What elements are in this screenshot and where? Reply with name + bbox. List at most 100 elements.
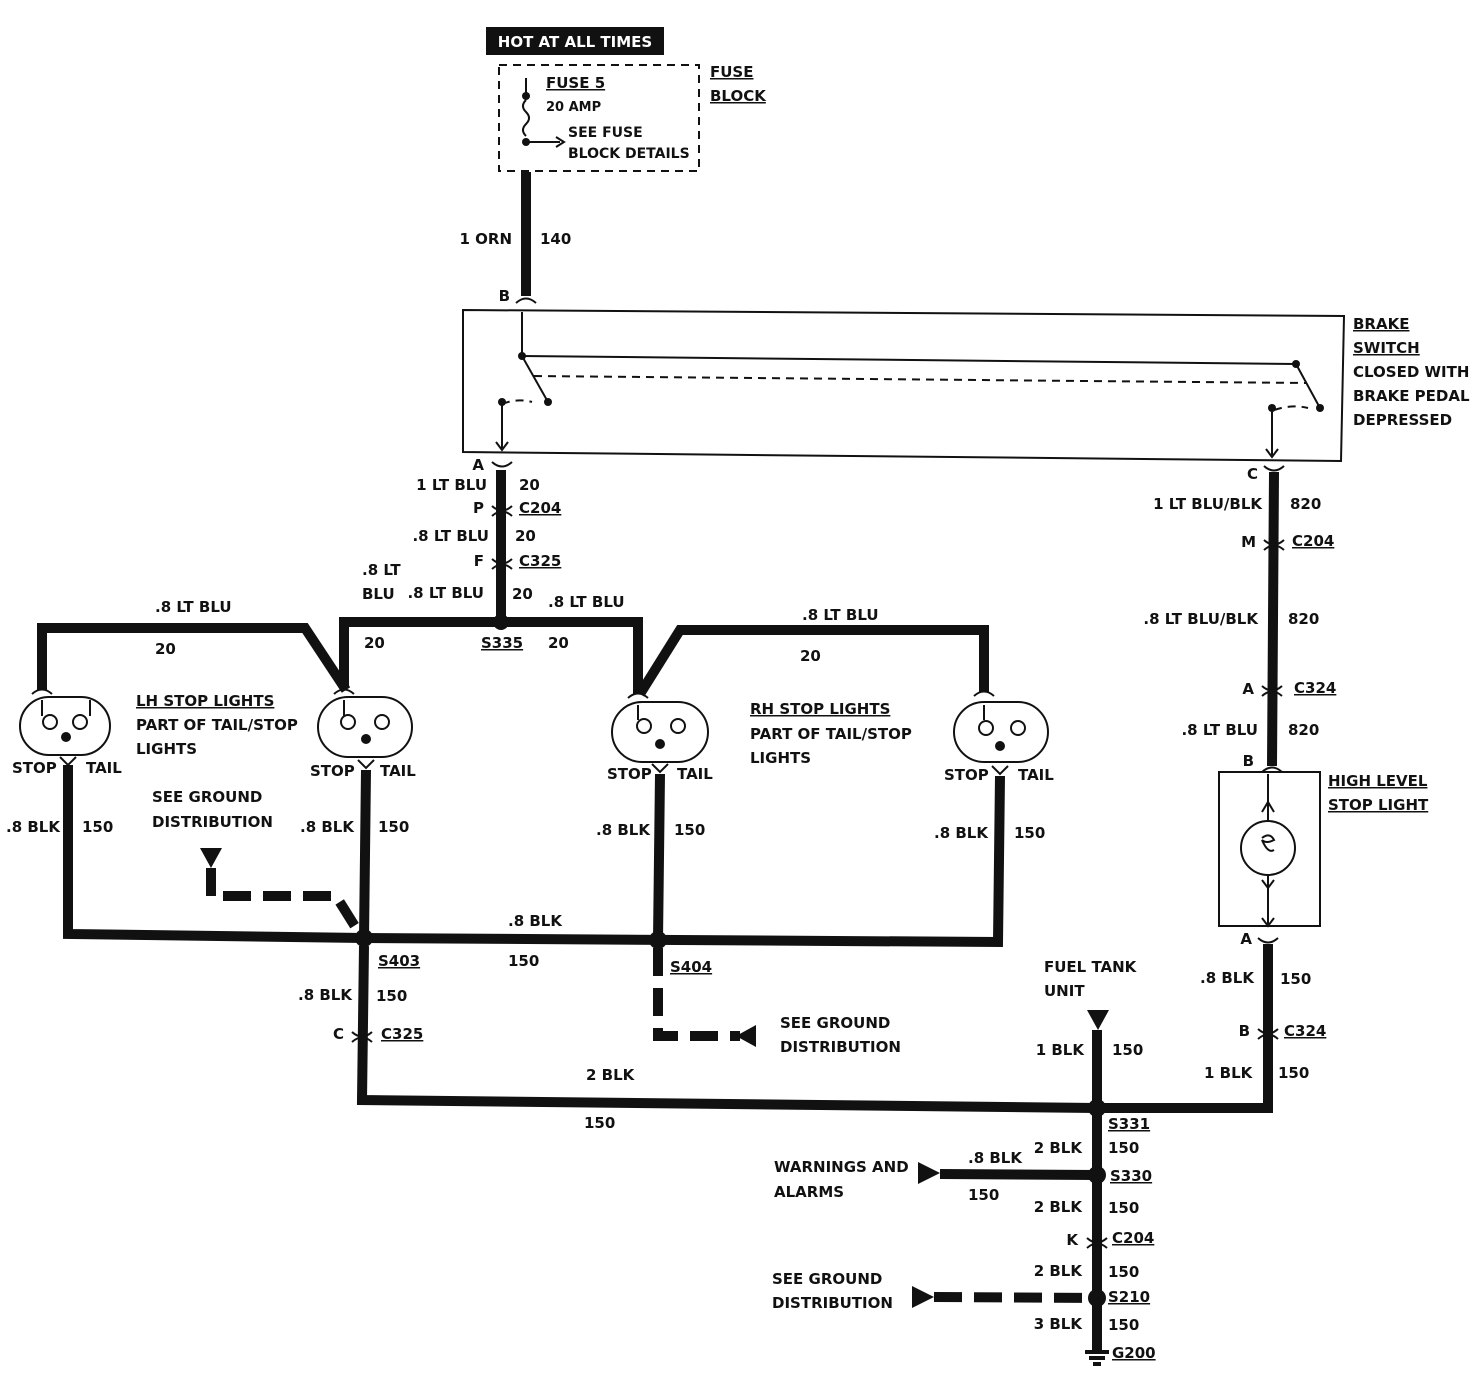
bus-circuit: 150: [508, 952, 539, 970]
warnings-wire-color: .8 BLK: [968, 1149, 1023, 1167]
lh-stop-lights-desc-1: PART OF TAIL/STOP: [136, 716, 298, 734]
wire-150-lh-outer: [63, 765, 365, 943]
main-circuit: 150: [584, 1114, 615, 1132]
splice-s404-label: S404: [670, 958, 712, 976]
feed-pin-f: F: [474, 552, 484, 570]
high-level-stop-light-icon: [1218, 771, 1321, 928]
lh-inner-color-2: BLU: [362, 585, 395, 603]
rh-stop-lights-desc-1: PART OF TAIL/STOP: [750, 725, 912, 743]
lh-ground-ref-2: DISTRIBUTION: [152, 813, 273, 831]
splice-s210-dot: [1088, 1289, 1106, 1307]
warnings-wire-circuit: 150: [968, 1186, 999, 1204]
connector-c324-lower-icon: [1257, 1028, 1279, 1040]
down-color: .8 BLK: [298, 986, 353, 1004]
trunk-d-color: 3 BLK: [1034, 1315, 1084, 1333]
warnings-label-2: ALARMS: [774, 1183, 844, 1201]
hot-at-all-times-label: HOT AT ALL TIMES: [498, 33, 652, 51]
splice-s330-dot: [1088, 1166, 1106, 1184]
hl-w4-color: .8 BLK: [1200, 969, 1255, 987]
main-color: 2 BLK: [586, 1066, 636, 1084]
fuse-block-outline: [498, 64, 700, 172]
lh-stop-lights-desc-2: LIGHTS: [136, 740, 197, 758]
hl-w1-circuit: 820: [1290, 495, 1321, 513]
wire-150-lh-inner: [359, 769, 371, 939]
brake-switch-desc-2: BRAKE PEDAL: [1353, 387, 1470, 405]
lh-outer-tail-label: TAIL: [86, 759, 122, 777]
rh-ground-ref-1: SEE GROUND: [780, 1014, 890, 1032]
splice-s330-label: S330: [1110, 1167, 1152, 1185]
rh-inner-circuit: 20: [548, 634, 569, 652]
wire-820-high-level: [1267, 471, 1279, 767]
rh-ground-ref-2: DISTRIBUTION: [780, 1038, 901, 1056]
rh-l2-circuit: 150: [1014, 824, 1045, 842]
hl-pin-m: M: [1241, 533, 1256, 551]
connector-c-icon: [1263, 465, 1285, 472]
trunk-ground-ref-2: DISTRIBUTION: [772, 1294, 893, 1312]
brake-switch-contacts-icon: [495, 312, 1324, 459]
feed-w1-color: 1 LT BLU: [416, 476, 487, 494]
rh-ground-ref-wire: [653, 948, 740, 1041]
fuse-rating: 20 AMP: [546, 100, 601, 115]
brake-switch-desc-3: DEPRESSED: [1353, 411, 1452, 429]
hl-w5-color: 1 BLK: [1204, 1064, 1254, 1082]
brake-switch-title-2: SWITCH: [1353, 339, 1420, 357]
hl-pin-a: A: [1242, 680, 1254, 698]
lh-outer-stop-label: STOP: [12, 759, 57, 777]
trunk-b-circuit: 150: [1108, 1199, 1139, 1217]
trunk-ground-arrow-icon: [912, 1286, 934, 1308]
hl-conn-c324: C324: [1294, 679, 1336, 697]
brake-switch-pin-b: B: [499, 287, 510, 305]
feed-conn-c204: C204: [519, 499, 561, 517]
ground-g200-icon: [1085, 1350, 1109, 1366]
splice-s331-dot: [1088, 1099, 1106, 1117]
trunk-ground-ref-1: SEE GROUND: [772, 1270, 882, 1288]
lh-ground-ref-1: SEE GROUND: [152, 788, 262, 806]
rh-ground-arrow-icon: [736, 1025, 756, 1047]
trunk-b-color: 2 BLK: [1034, 1198, 1084, 1216]
wire-150-main-ground: [356, 945, 1097, 1113]
hl-w3-color: .8 LT BLU: [1181, 721, 1258, 739]
fuel-wire-color: 1 BLK: [1036, 1041, 1086, 1059]
lh-inner-circuit: 20: [364, 634, 385, 652]
fuse-name: FUSE 5: [546, 74, 605, 92]
hl-out-pin-a: A: [1240, 930, 1252, 948]
brake-switch-title-1: BRAKE: [1353, 315, 1409, 333]
wire-140-circuit: 140: [540, 230, 571, 248]
lh-inner-tail-label: TAIL: [380, 762, 416, 780]
feed-w2-circuit: 20: [515, 527, 536, 545]
connector-c204-icon: [491, 505, 513, 517]
hl-w2-color: .8 LT BLU/BLK: [1143, 610, 1259, 628]
hl-w1-color: 1 LT BLU/BLK: [1153, 495, 1263, 513]
hl-pin-b: B: [1243, 752, 1254, 770]
trunk-conn-c204: C204: [1112, 1229, 1154, 1247]
rh-outer-circuit: 20: [800, 647, 821, 665]
wire-140-color: 1 ORN: [459, 230, 512, 248]
lh-inner-lamp-icon: [317, 688, 413, 770]
feed-w3-color: .8 LT BLU: [407, 584, 484, 602]
feed-w3-circuit: 20: [512, 585, 533, 603]
warnings-arrow-icon: [918, 1162, 940, 1184]
warnings-label-1: WARNINGS AND: [774, 1158, 909, 1176]
down-circuit: 150: [376, 987, 407, 1005]
hl-conn-c204: C204: [1292, 532, 1334, 550]
fuse-block-label-1: FUSE: [710, 63, 753, 81]
wire-150-ground-bus: [363, 775, 1005, 948]
brake-switch-pin-a: A: [472, 456, 484, 474]
brake-switch-pin-c: C: [1247, 465, 1258, 483]
fuse-details-line-1: SEE FUSE: [568, 125, 643, 141]
hot-at-all-times-banner: [486, 27, 664, 55]
down-conn-c325: C325: [381, 1025, 423, 1043]
feed-pin-p: P: [473, 499, 484, 517]
brake-switch-housing: [462, 308, 1346, 463]
rh-inner-stop-label: STOP: [607, 765, 652, 783]
splice-s210-label: S210: [1108, 1288, 1150, 1306]
lh-ground-ref-wire: [206, 868, 361, 931]
fuel-tank-label-2: UNIT: [1044, 982, 1085, 1000]
splice-s335-label: S335: [481, 634, 523, 652]
brake-switch-desc-1: CLOSED WITH: [1353, 363, 1469, 381]
connector-b-icon: [515, 297, 537, 304]
trunk-pin-k: K: [1066, 1231, 1079, 1249]
lh-stop-lights-title: LH STOP LIGHTS: [136, 692, 274, 710]
connector-c325-lower-icon: [351, 1031, 373, 1043]
